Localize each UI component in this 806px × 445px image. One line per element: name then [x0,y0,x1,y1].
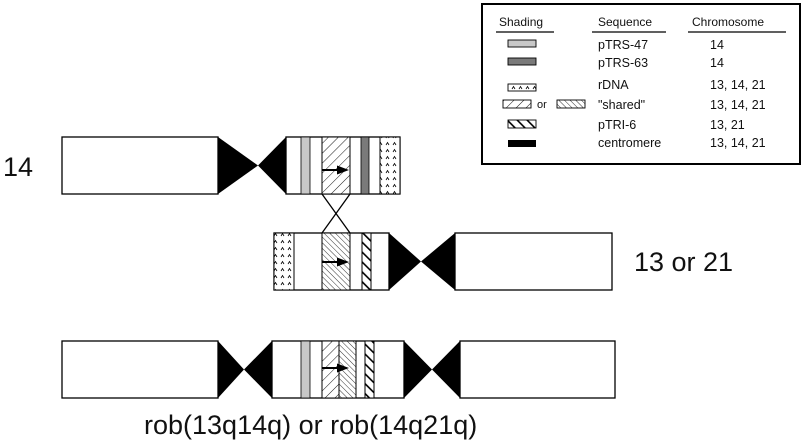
legend-sequence: pTRI-6 [598,118,636,132]
long-arm [455,233,612,290]
shared-band [322,341,339,398]
centromere-shape [432,341,460,398]
long-arm-13-or-21 [460,341,615,398]
legend-chromosome: 13, 14, 21 [710,78,766,92]
label-chromosome-14: 14 [3,152,33,182]
legend-header-shading: Shading [499,15,543,29]
chromosome-13-or-21 [274,233,612,290]
swatch-centromere [508,140,536,147]
swatch-rdna [508,84,536,91]
legend-box: Shading Sequence Chromosome pTRS-47 14 p… [482,4,800,164]
rdna-band [380,137,400,194]
ptrs63-band [361,137,369,194]
ptri6-band [365,341,374,398]
ptrs47-band [301,341,310,398]
legend-chromosome: 13, 21 [710,118,745,132]
swatch-shared-back [503,100,531,108]
swatch-ptri6 [508,120,536,128]
chromosome-14 [62,137,400,194]
rob-translocation [62,341,615,398]
centromere-shape [258,137,286,194]
legend-chromosome: 13, 14, 21 [710,98,766,112]
legend-sequence: "shared" [598,98,645,112]
legend-or: or [537,99,547,111]
crossover-lines [322,194,350,233]
centromere-shape [218,341,244,398]
centromere-shape [389,233,421,290]
swatch-ptrs63 [508,58,536,65]
centromere-shape [244,341,272,398]
label-rob-translocation: rob(13q14q) or rob(14q21q) [144,410,477,440]
centromere-shape [421,233,455,290]
long-arm-14 [62,341,218,398]
legend-sequence: pTRS-47 [598,38,648,52]
legend-header-sequence: Sequence [598,15,652,29]
legend-header-chromosome: Chromosome [692,15,764,29]
shared-band [322,137,350,194]
rdna-band [274,233,294,290]
label-chromosome-13-or-21: 13 or 21 [634,247,733,277]
swatch-shared-fwd [557,100,585,108]
ptri6-band [362,233,371,290]
legend-chromosome: 14 [710,56,724,70]
ptrs47-band [301,137,310,194]
centromere-shape [218,137,258,194]
centromere-shape [404,341,432,398]
legend-sequence: rDNA [598,78,629,92]
legend-sequence: pTRS-63 [598,56,648,70]
legend-chromosome: 14 [710,38,724,52]
legend-sequence: centromere [598,136,661,150]
swatch-ptrs47 [508,40,536,47]
legend-chromosome: 13, 14, 21 [710,136,766,150]
long-arm [62,137,218,194]
